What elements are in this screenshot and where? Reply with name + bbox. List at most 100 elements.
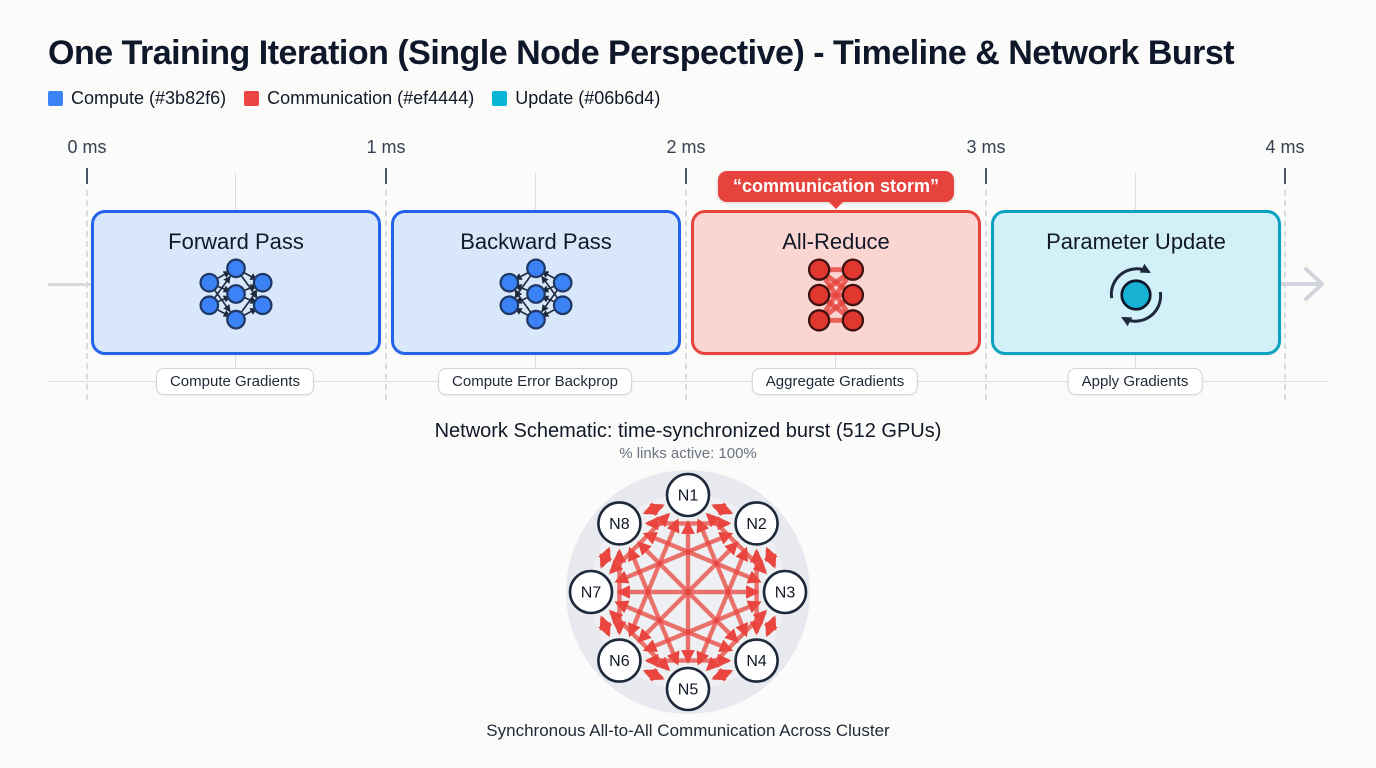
- network-link: [734, 609, 768, 643]
- network-link: [649, 667, 665, 681]
- network-link: [628, 576, 656, 638]
- network-link: [701, 555, 762, 584]
- gpu-node-label: N2: [746, 516, 767, 533]
- gpu-node: [597, 501, 642, 546]
- gpu-node: [568, 569, 614, 615]
- gridline: [385, 190, 387, 400]
- callout-pointer: [828, 201, 844, 209]
- phase-sublabel: Compute Gradients: [155, 368, 315, 395]
- neural-network-forward-icon: [199, 258, 273, 330]
- network-link: [598, 622, 611, 638]
- network-link: [642, 532, 704, 560]
- phase-box-all-reduce: All-Reduce: [691, 210, 981, 355]
- gpu-node-label: N3: [775, 585, 796, 602]
- gpu-node-label: N5: [678, 682, 699, 699]
- network-link: [651, 605, 680, 666]
- gpu-node-label: N4: [746, 653, 767, 670]
- compute-color-swatch: [48, 91, 63, 106]
- gridline: [1284, 190, 1286, 400]
- communication-color-swatch: [244, 91, 260, 106]
- network-link: [711, 503, 727, 517]
- all-reduce-exchange-icon: [807, 258, 865, 332]
- gpu-node: [734, 501, 779, 546]
- phase-sublabel: Compute Error Backprop: [438, 368, 632, 395]
- network-link: [763, 615, 777, 631]
- legend-item-communication: Communication (#ef4444): [244, 88, 474, 109]
- network-link: [649, 503, 665, 517]
- network-link: [686, 590, 739, 643]
- network-link: [696, 518, 725, 579]
- gridline: [86, 190, 88, 400]
- communication-storm-callout: “communication storm”: [717, 171, 955, 209]
- phase-box-backward-pass: Backward Pass: [391, 210, 681, 355]
- connector-line: [235, 172, 236, 210]
- gpu-node: [762, 569, 808, 615]
- legend-label: Update (#06b6d4): [515, 88, 661, 108]
- gpu-node: [665, 666, 711, 712]
- gridline: [685, 190, 687, 400]
- legend-label: Communication (#ef4444): [267, 88, 475, 108]
- tick-mark: [985, 168, 987, 184]
- baseline: [48, 381, 1328, 382]
- phase-title: Parameter Update: [1046, 229, 1226, 254]
- phase-title: Backward Pass: [460, 229, 612, 254]
- legend-item-update: Update (#06b6d4): [492, 88, 660, 109]
- network-link: [614, 600, 675, 629]
- gpu-node: [665, 472, 711, 518]
- network-link: [720, 576, 748, 638]
- gpu-nodes: [568, 472, 808, 712]
- callout-text: “communication storm”: [732, 176, 940, 196]
- phase-box-forward-pass: Forward Pass: [91, 210, 381, 355]
- gpu-node-label: N1: [678, 488, 699, 505]
- update-color-swatch: [492, 91, 508, 106]
- network-link: [637, 638, 671, 672]
- gridline: [985, 190, 987, 400]
- connector-line: [535, 172, 536, 210]
- network-caption: Synchronous All-to-All Communication Acr…: [486, 721, 890, 740]
- tick-label-2ms: 2 ms: [666, 137, 706, 157]
- tick-label-4ms: 4 ms: [1265, 137, 1305, 157]
- phase-sublabel: Apply Gradients: [1067, 368, 1203, 395]
- tick-mark: [385, 168, 387, 184]
- tick-mark: [86, 168, 88, 184]
- network-link: [599, 553, 613, 569]
- timeline-axis-start: [48, 283, 91, 286]
- gpu-node-label: N7: [581, 585, 602, 602]
- tick-label-0ms: 0 ms: [67, 137, 107, 157]
- network-link: [720, 546, 748, 608]
- gpu-node-label: N8: [609, 516, 630, 533]
- network-link: [672, 532, 734, 560]
- page-title: One Training Iteration (Single Node Pers…: [48, 34, 1235, 72]
- network-link: [672, 624, 734, 652]
- network-link: [637, 541, 690, 594]
- gpu-node: [734, 638, 779, 683]
- phase-title: Forward Pass: [168, 229, 304, 254]
- phase-sublabel: Aggregate Gradients: [751, 368, 919, 395]
- gpu-node-label: N6: [609, 653, 630, 670]
- all-to-all-links: [598, 502, 778, 682]
- legend-item-compute: Compute (#3b82f6): [48, 88, 226, 109]
- sync-refresh-icon: [1109, 263, 1163, 327]
- network-link: [696, 605, 725, 666]
- gpu-node: [597, 638, 642, 683]
- network-link: [718, 669, 734, 682]
- network-link: [686, 541, 739, 594]
- phase-title: All-Reduce: [782, 229, 890, 254]
- network-link: [614, 555, 675, 584]
- tick-label-3ms: 3 ms: [966, 137, 1006, 157]
- connector-line: [1135, 172, 1136, 210]
- tick-mark: [1284, 168, 1286, 184]
- phase-box-parameter-update: Parameter Update: [991, 210, 1281, 355]
- network-link: [642, 624, 704, 652]
- network-schematic-title: Network Schematic: time-synchronized bur…: [434, 420, 942, 442]
- network-link: [651, 518, 680, 579]
- network-links-active-label: % links active: 100%: [619, 445, 757, 462]
- timeline-arrow-right-icon: [1274, 267, 1324, 301]
- network-link: [628, 546, 656, 608]
- tick-mark: [685, 168, 687, 184]
- network-link: [701, 600, 762, 629]
- network-link: [765, 546, 778, 562]
- neural-network-backward-icon: [499, 258, 573, 330]
